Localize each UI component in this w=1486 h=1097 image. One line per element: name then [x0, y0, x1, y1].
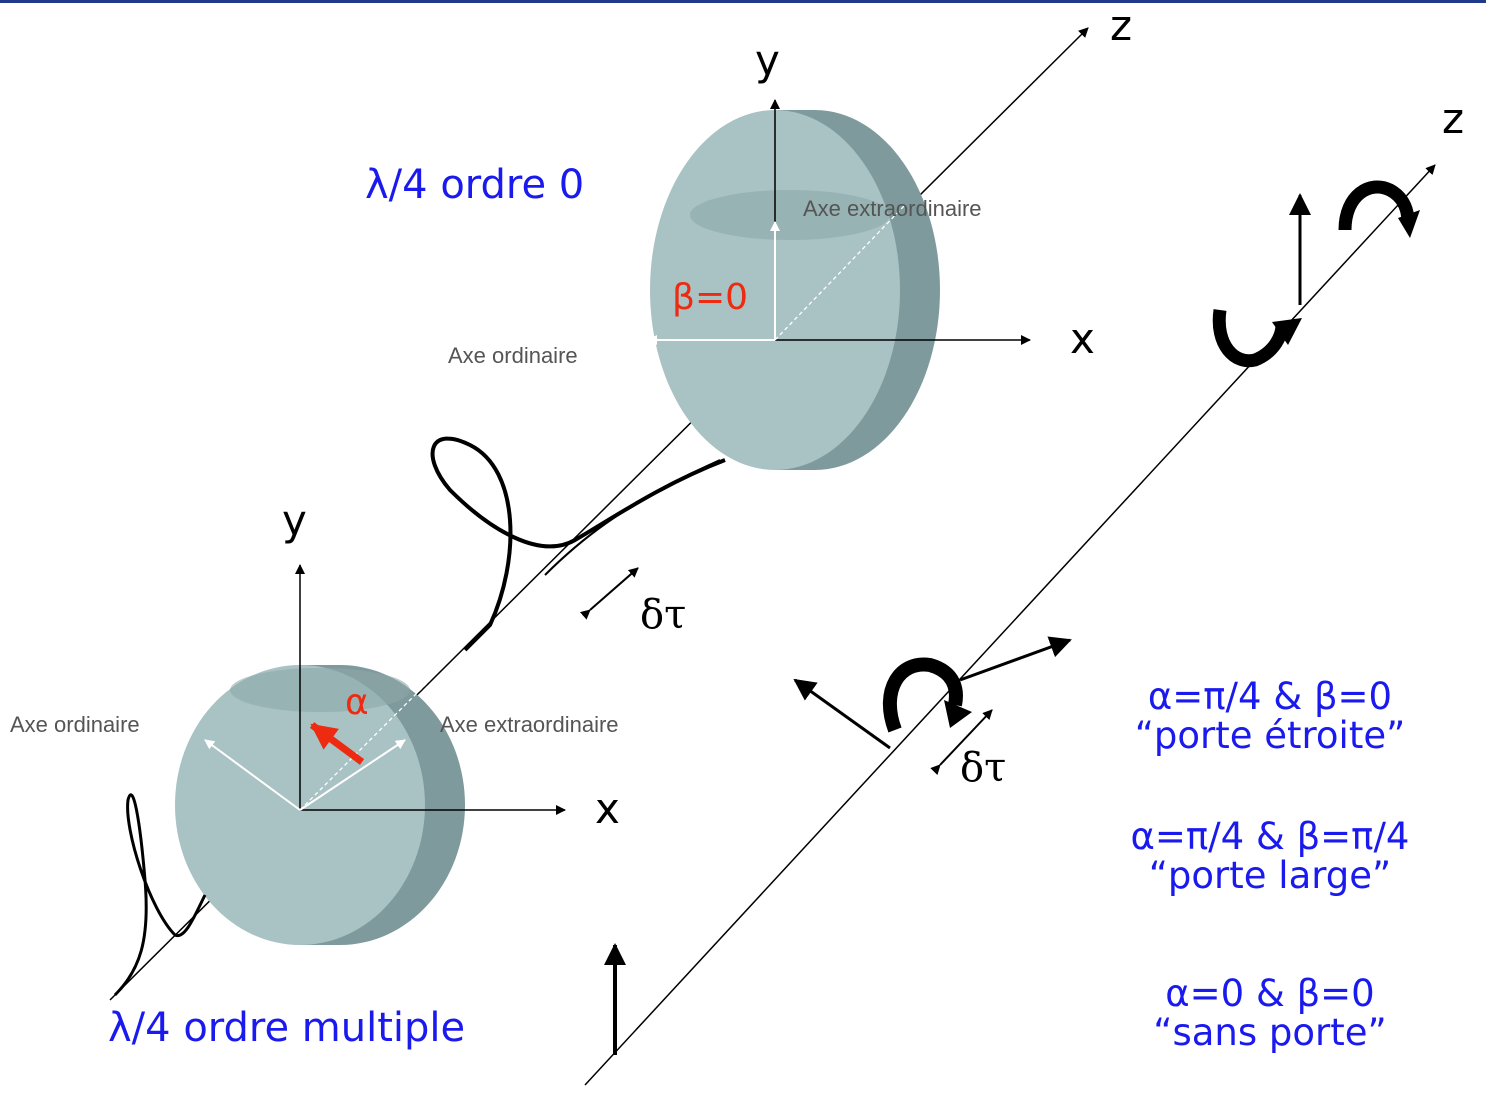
- condition-2: α=π/4 & β=π/4 “porte large”: [1080, 815, 1460, 897]
- condition-3-formula: α=0 & β=0: [1165, 972, 1375, 1015]
- top-axis-y-label: y: [755, 36, 780, 85]
- condition-1-description: “porte étroite”: [1134, 713, 1406, 757]
- condition-3-description: “sans porte”: [1153, 1010, 1387, 1054]
- top-axis-z-label: z: [1110, 1, 1133, 50]
- delay-label-right: δτ: [960, 745, 1007, 791]
- right-optical-axis: [584, 164, 1436, 1086]
- condition-1: α=π/4 & β=0 “porte étroite”: [1080, 675, 1460, 757]
- pulse-bottom: [113, 793, 207, 997]
- beta-label: β=0: [672, 277, 749, 318]
- pulse-top: [430, 436, 726, 652]
- top-axis-x-label: x: [1070, 314, 1095, 363]
- delay-label: δτ: [640, 592, 687, 638]
- top-extraordinary-axis-label: Axe extraordinaire: [803, 196, 982, 221]
- condition-2-description: “porte large”: [1148, 853, 1392, 897]
- condition-1-formula: α=π/4 & β=0: [1147, 675, 1393, 718]
- bottom-ordinary-axis-label: Axe ordinaire: [10, 712, 140, 737]
- top-ordinary-axis-label: Axe ordinaire: [448, 343, 578, 368]
- top-bar: [0, 0, 1486, 3]
- alpha-label: α: [345, 682, 369, 723]
- bottom-axis-y-label: y: [282, 496, 307, 545]
- condition-3: α=0 & β=0 “sans porte”: [1080, 972, 1460, 1054]
- condition-2-formula: α=π/4 & β=π/4: [1130, 815, 1410, 858]
- top-plate-title: λ/4 ordre 0: [365, 162, 585, 208]
- bottom-waveplate: [175, 665, 465, 945]
- bottom-extraordinary-axis-label: Axe extraordinaire: [440, 712, 619, 737]
- right-axis-z-label: z: [1442, 94, 1465, 143]
- bottom-plate-title: λ/4 ordre multiple: [108, 1005, 466, 1051]
- bottom-axis-x-label: x: [595, 784, 620, 833]
- alpha-arrow: [309, 722, 365, 765]
